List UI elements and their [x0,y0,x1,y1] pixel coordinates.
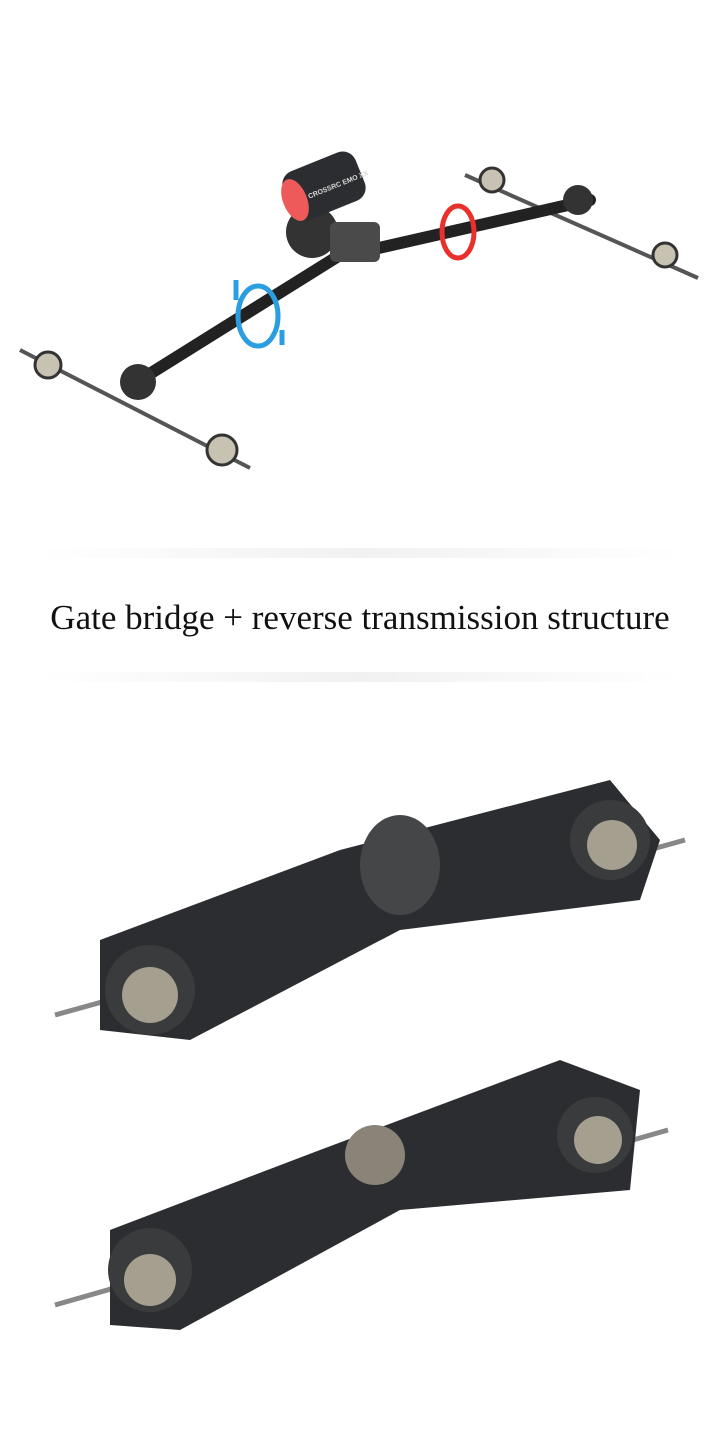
rotation-arrow-red-icon [439,203,477,261]
rotation-arrow-blue-icon [233,280,285,349]
drivetrain-illustration: CROSSRC EMO XX [0,0,720,520]
front-axle-image [0,740,720,1060]
motor-image: CROSSRC EMO XX [281,151,370,221]
divider [40,548,680,558]
rear-axle-image [0,1040,720,1360]
divider [40,672,680,682]
caption: Gate bridge + reverse transmission struc… [50,598,670,637]
